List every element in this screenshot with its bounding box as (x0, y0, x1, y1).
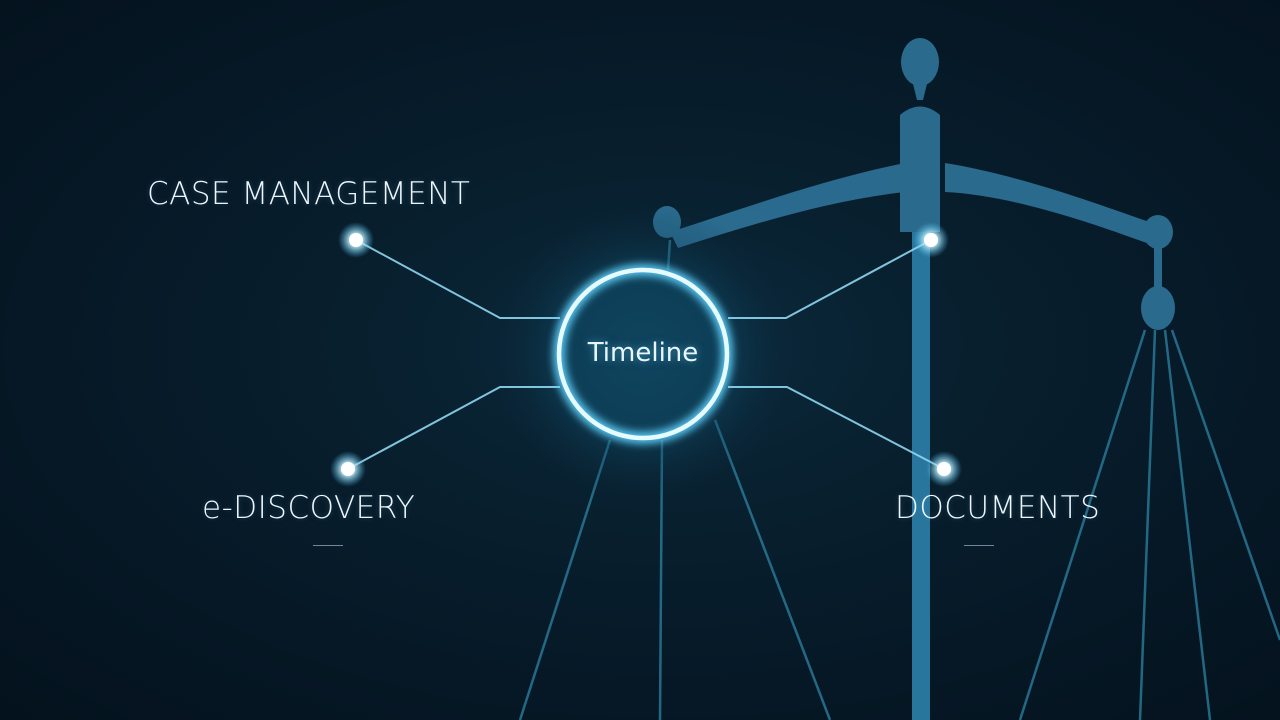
connector-lines (347, 239, 945, 470)
e-discovery-underline (313, 545, 343, 546)
e-discovery-label: e-DISCOVERY (202, 490, 416, 526)
documents-underline (964, 545, 994, 546)
documents-label: DOCUMENTS (895, 490, 1101, 526)
node-dots (330, 222, 962, 487)
timeline-node-label: Timeline (587, 338, 699, 368)
timeline-ring (556, 267, 730, 441)
case-management-label: CASE MANAGEMENT (147, 176, 471, 212)
